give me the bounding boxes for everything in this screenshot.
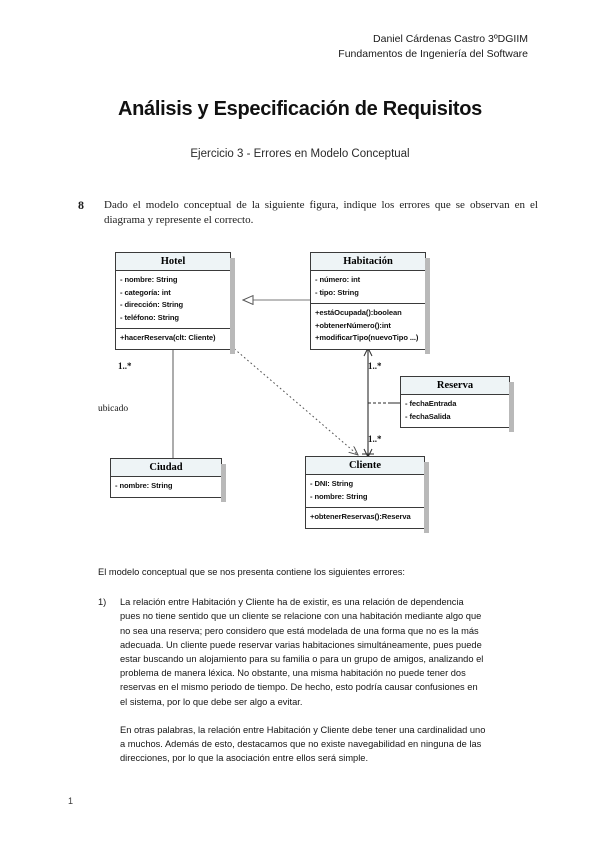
class-name-reserva: Reserva: [401, 377, 509, 395]
uml-class-diagram: Cliente (dashed dependency) --> Hotel - …: [70, 248, 540, 553]
association-label-ubicado: ubicado: [98, 404, 129, 414]
method: +obtenerReservas():Reserva: [310, 512, 411, 521]
answer-paragraph: La relación entre Habitación y Cliente h…: [120, 597, 484, 707]
box-shadow: [425, 258, 430, 354]
header-author: Daniel Cárdenas Castro 3ºDGIIM: [373, 33, 528, 45]
methods-cliente: +obtenerReservas():Reserva: [306, 508, 424, 528]
attribute: - nombre: String: [120, 275, 178, 284]
attribute: - categoría: int: [120, 287, 171, 297]
answer-lead: El modelo conceptual que se nos presenta…: [98, 567, 405, 577]
methods-hotel: +hacerReserva(clt: Cliente): [116, 329, 230, 349]
box-shadow: [509, 382, 514, 432]
multiplicity-hotel-ciudad: 1..*: [118, 361, 132, 371]
attribute: - nombre: String: [310, 491, 368, 501]
attributes-cliente: - DNI: String - nombre: String: [306, 475, 424, 508]
page-title: Análisis y Especificación de Requisitos: [118, 98, 482, 120]
attribute: - fechaSalida: [405, 411, 451, 421]
attributes-habitacion: - número: int - tipo: String: [311, 271, 425, 304]
attribute: - teléfono: String: [120, 312, 179, 322]
attribute: - tipo: String: [315, 287, 359, 297]
attributes-ciudad: - nombre: String: [111, 477, 221, 497]
connector-hotel-cliente-dependency: [230, 345, 358, 455]
multiplicity-habitacion-top: 1..*: [368, 361, 382, 371]
document-header: Daniel Cárdenas Castro 3ºDGIIM Fundament…: [338, 32, 528, 62]
uml-class-habitacion[interactable]: Habitación - número: int - tipo: String …: [310, 252, 430, 354]
list-item: 1) La relación entre Habitación y Client…: [98, 595, 486, 765]
attributes-reserva: - fechaEntrada - fechaSalida: [401, 395, 509, 427]
exercise-text: Dado el modelo conceptual de la siguient…: [104, 199, 538, 226]
uml-class-cliente[interactable]: Cliente - DNI: String - nombre: String +…: [305, 456, 429, 533]
attribute: - número: int: [315, 275, 361, 284]
uml-class-reserva[interactable]: Reserva - fechaEntrada - fechaSalida: [400, 376, 514, 432]
page-subtitle: Ejercicio 3 - Errores en Modelo Conceptu…: [190, 148, 410, 160]
uml-class-ciudad[interactable]: Ciudad - nombre: String: [110, 458, 226, 502]
method: +obtenerNúmero():int: [315, 320, 391, 330]
attributes-hotel: - nombre: String - categoría: int - dire…: [116, 271, 230, 329]
exercise-statement: 8 Dado el modelo conceptual de la siguie…: [78, 198, 538, 227]
attribute: - dirección: String: [120, 300, 184, 309]
box-shadow: [230, 258, 235, 354]
answer-paragraph: En otras palabras, la relación entre Hab…: [120, 724, 486, 764]
method: +hacerReserva(clt: Cliente): [120, 333, 216, 342]
class-name-habitacion: Habitación: [311, 253, 425, 271]
attribute: - nombre: String: [115, 481, 173, 490]
class-name-cliente: Cliente: [306, 457, 424, 475]
methods-habitacion: +estáOcupada():boolean +obtenerNúmero():…: [311, 304, 425, 349]
class-name-ciudad: Ciudad: [111, 459, 221, 477]
list-marker: 1): [98, 597, 107, 608]
attribute: - DNI: String: [310, 479, 353, 488]
method: +estáOcupada():boolean: [315, 308, 402, 317]
answer-body: El modelo conceptual que se nos presenta…: [98, 565, 486, 765]
header-course: Fundamentos de Ingeniería del Software: [338, 48, 528, 60]
multiplicity-habitacion-bottom: 1..*: [368, 434, 382, 444]
box-shadow: [424, 462, 429, 533]
attribute: - fechaEntrada: [405, 399, 457, 408]
method: +modificarTipo(nuevoTipo ...): [315, 333, 419, 342]
class-name-hotel: Hotel: [116, 253, 230, 271]
page-number: 1: [68, 796, 74, 806]
exercise-number: 8: [78, 198, 84, 212]
uml-class-hotel[interactable]: Hotel - nombre: String - categoría: int …: [115, 252, 235, 354]
box-shadow: [221, 464, 226, 502]
